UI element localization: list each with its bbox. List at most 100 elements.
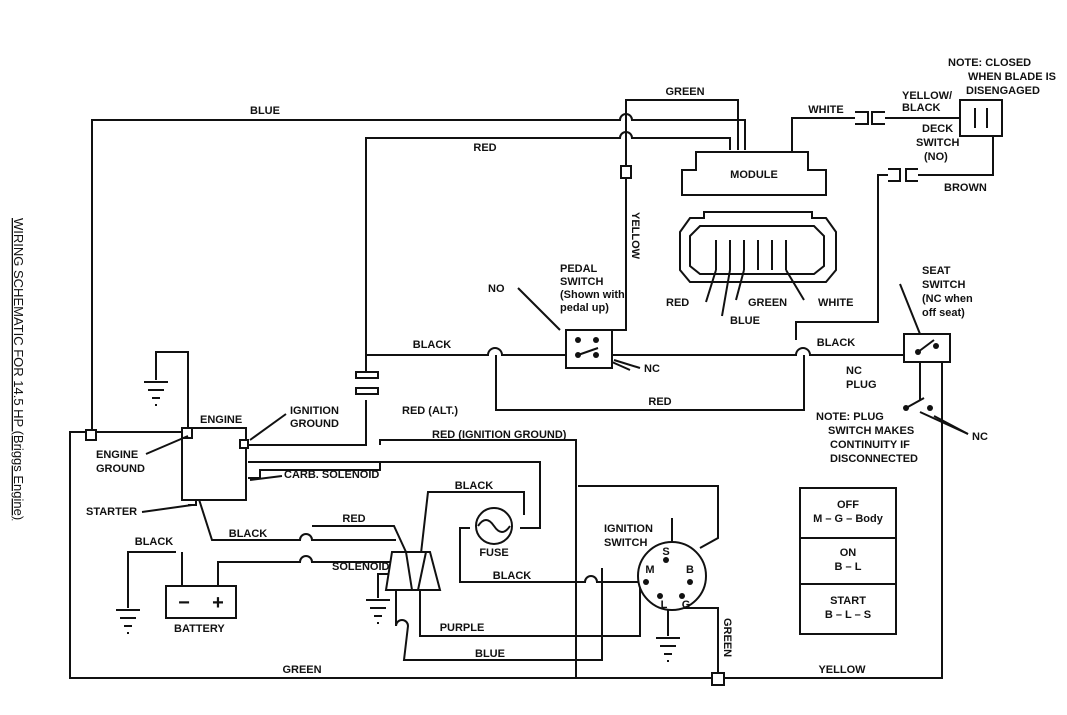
terminal-g: G bbox=[682, 599, 691, 611]
connector-white-label: WHITE bbox=[818, 297, 853, 309]
connector-blue-label: BLUE bbox=[730, 315, 760, 327]
wire-red-ign bbox=[379, 439, 577, 678]
connector-pins bbox=[715, 240, 787, 270]
wire-black-fuse bbox=[419, 491, 525, 563]
wire-label-yellow-black-2: BLACK bbox=[902, 102, 941, 114]
seat-switch-label-2: SWITCH bbox=[922, 279, 965, 291]
engine-ground-label-2: GROUND bbox=[96, 463, 145, 475]
wire-label-black-engine: BLACK bbox=[229, 528, 268, 540]
wire-red-sol bbox=[312, 525, 407, 553]
ground-icon-battery bbox=[116, 609, 140, 634]
starter-label: STARTER bbox=[86, 506, 137, 518]
no-label: NO bbox=[488, 283, 505, 295]
wire-label-yellow-black-1: YELLOW/ bbox=[902, 90, 952, 102]
table-off-state: OFF bbox=[837, 499, 859, 511]
wire-label-red-top: RED bbox=[473, 142, 496, 154]
wire-label-green-top: GREEN bbox=[665, 86, 704, 98]
labels: BLUE GREEN RED WHITE YELLOW/ BLACK BROWN… bbox=[11, 57, 1056, 676]
wire-ign-top bbox=[578, 485, 719, 549]
connector-leads bbox=[705, 269, 805, 317]
yellow-connector bbox=[620, 165, 632, 179]
deck-switch-body bbox=[959, 99, 1003, 137]
wire-label-white: WHITE bbox=[808, 104, 843, 116]
deck-switch-label-1: DECK bbox=[922, 123, 953, 135]
battery-body bbox=[165, 585, 237, 619]
ground-icon-solenoid bbox=[366, 599, 390, 624]
pedal-switch-label-4: pedal up) bbox=[560, 302, 609, 314]
ignition-switch-body bbox=[637, 541, 707, 611]
connector-plug bbox=[679, 211, 837, 317]
engine-ground-label-1: ENGINE bbox=[96, 449, 138, 461]
seat-switch bbox=[899, 283, 951, 363]
solenoid bbox=[384, 551, 442, 591]
terminal-b: B bbox=[686, 564, 694, 576]
pedal-switch-label-2: SWITCH bbox=[560, 276, 603, 288]
frame-connector bbox=[85, 429, 97, 441]
wire-green-vertical bbox=[684, 607, 719, 672]
wire-carb bbox=[248, 461, 541, 529]
seat-switch-label-1: SEAT bbox=[922, 265, 951, 277]
pedal-switch-label-3: (Shown with bbox=[560, 289, 625, 301]
wire-label-black-bottom: BLACK bbox=[493, 570, 532, 582]
wire-black-engine bbox=[195, 489, 396, 541]
page-title: WIRING SCHEMATIC FOR 14.5 HP (Briggs Eng… bbox=[11, 218, 26, 520]
wire-label-blue-top: BLUE bbox=[250, 105, 280, 117]
wire-label-purple: PURPLE bbox=[440, 622, 485, 634]
deck-switch bbox=[959, 99, 1003, 137]
leader-lines bbox=[141, 359, 969, 513]
ground-icon-ignition bbox=[656, 637, 680, 662]
battery-plus: + bbox=[212, 592, 224, 614]
alt-connector bbox=[355, 365, 379, 395]
ignition-ground-label-1: IGNITION bbox=[290, 405, 339, 417]
wire-label-blue-bottom: BLUE bbox=[475, 648, 505, 660]
wire-blue-bottom bbox=[395, 568, 603, 661]
wire-label-black-right: BLACK bbox=[817, 337, 856, 349]
pedal-switch bbox=[517, 287, 613, 369]
solenoid-label: SOLENOID bbox=[332, 561, 390, 573]
wire-label-brown: BROWN bbox=[944, 182, 987, 194]
wire-deck-out bbox=[918, 136, 994, 176]
wire-black-left bbox=[127, 551, 176, 608]
ground-icon-engine bbox=[144, 381, 168, 406]
connector-inner bbox=[689, 225, 825, 275]
plug-note-2: SWITCH MAKES bbox=[828, 425, 914, 437]
wire-green-top bbox=[625, 99, 739, 150]
carb-solenoid-label: CARB. SOLENOID bbox=[284, 469, 379, 481]
wire-label-yellow-bottom: YELLOW bbox=[818, 664, 866, 676]
wire-engine-ground-up bbox=[155, 351, 189, 432]
table-on-contacts: B – L bbox=[835, 561, 862, 573]
table-off-contacts: M – G – Body bbox=[813, 513, 884, 525]
solenoid-body bbox=[384, 551, 442, 591]
terminal-l: L bbox=[661, 599, 668, 611]
battery-label: BATTERY bbox=[174, 623, 225, 635]
deck-note-2: WHEN BLADE IS bbox=[968, 71, 1056, 83]
terminal-s: S bbox=[662, 546, 669, 558]
wire-yellow-bottom bbox=[724, 358, 943, 679]
switch-table bbox=[799, 487, 897, 635]
wire-carb2 bbox=[248, 462, 381, 479]
wire-black-mid bbox=[366, 347, 566, 356]
ignition-switch bbox=[637, 541, 707, 611]
nc-label-plug: NC bbox=[972, 431, 988, 443]
wire-label-red-sol: RED bbox=[342, 513, 365, 525]
wire-label-black-mid: BLACK bbox=[413, 339, 452, 351]
wire-label-black-left: BLACK bbox=[135, 536, 174, 548]
wire-label-red-mid: RED bbox=[648, 396, 671, 408]
seat-switch-body bbox=[903, 333, 951, 363]
wire-red-alt bbox=[248, 400, 367, 446]
seat-switch-label-3: (NC when bbox=[922, 293, 973, 305]
connector-red-label: RED bbox=[666, 297, 689, 309]
nc-plug-label-1: NC bbox=[846, 365, 862, 377]
nc-label-pedal: NC bbox=[644, 363, 660, 375]
pedal-switch-label-1: PEDAL bbox=[560, 263, 598, 275]
connector-green-label: GREEN bbox=[748, 297, 787, 309]
wire-purple bbox=[419, 586, 641, 637]
fuse-label: FUSE bbox=[479, 547, 508, 559]
deck-note-3: DISENGAGED bbox=[966, 85, 1040, 97]
deck-note-1: NOTE: CLOSED bbox=[948, 57, 1031, 69]
ground-symbols bbox=[116, 381, 680, 662]
wire-black-fuse-bot bbox=[459, 527, 640, 583]
terminal-m: M bbox=[645, 564, 654, 576]
wire-battery-plus bbox=[217, 555, 392, 586]
